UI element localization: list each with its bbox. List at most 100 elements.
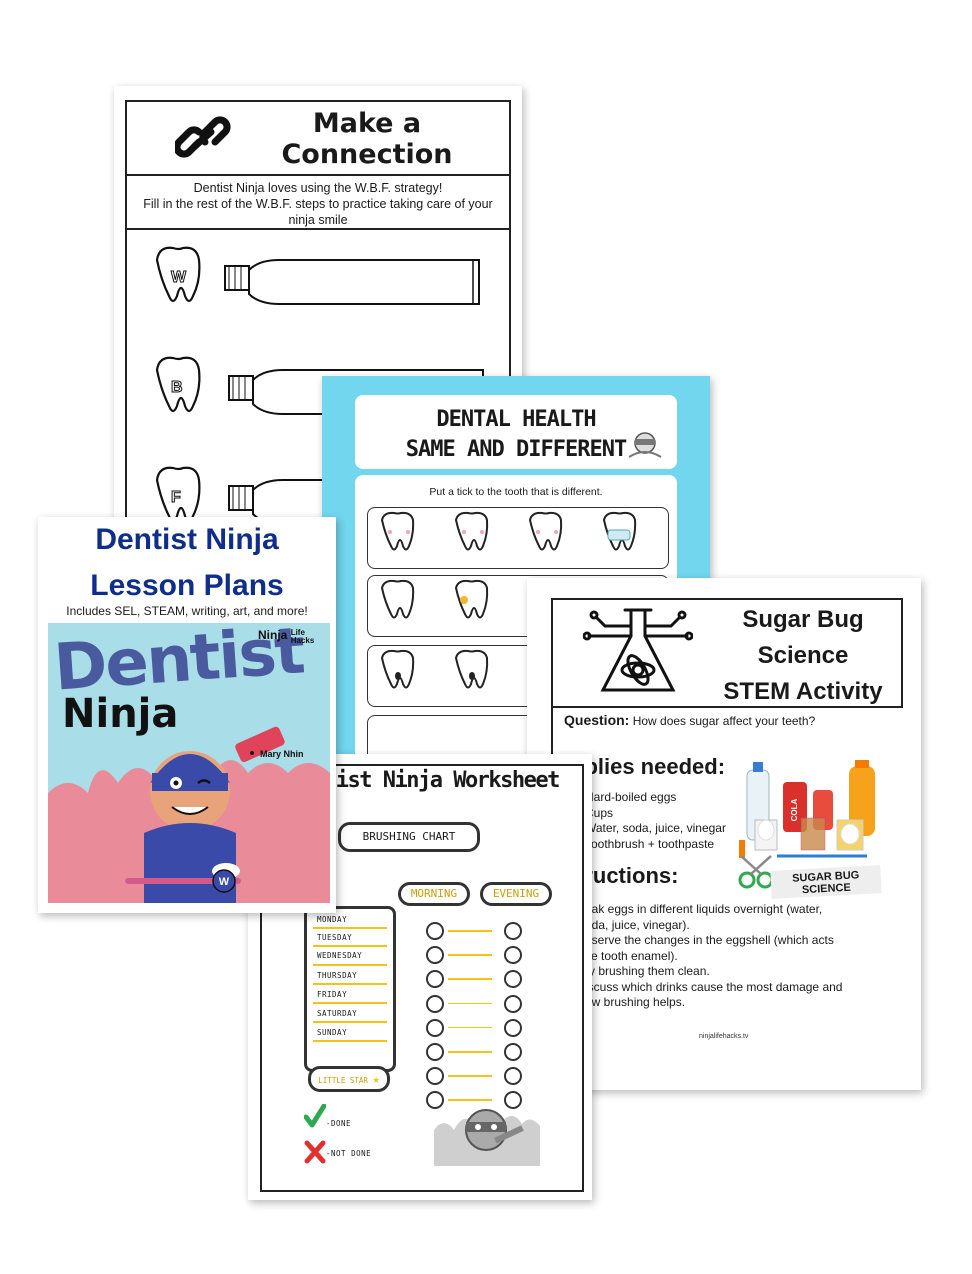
question: Question: How does sugar affect your tee… (564, 712, 815, 728)
connector-line (448, 978, 492, 980)
day-label: SUNDAY (317, 1028, 348, 1037)
tooth-letter-w: W (171, 269, 187, 286)
morning-checkbox[interactable] (426, 1091, 444, 1110)
morning-label: MORNING (398, 882, 470, 906)
instruction-line: ry brushing them clean. (585, 964, 710, 978)
dental-health-header: DENTAL HEALTH SAME AND DIFFERENT (355, 395, 677, 469)
cola-label: COLA (790, 798, 799, 821)
dental-health-instruction: Put a tick to the tooth that is differen… (429, 486, 603, 498)
sugar-bug-label-card: SUGAR BUG SCIENCE (770, 865, 882, 899)
connection-title-line2: Connection (281, 139, 453, 170)
little-star-badge: LITTLE STAR ★ (308, 1066, 390, 1092)
sleepy-teeth-icon (380, 649, 489, 689)
instruction-line: ow brushing helps. (585, 995, 686, 1009)
instruction-line: oak eggs in different liquids overnight … (585, 902, 823, 916)
instruction-line: oda, juice, vinegar). (585, 917, 690, 932)
lesson-subtitle: Includes SEL, STEAM, writing, art, and m… (66, 604, 308, 618)
supply-item: Hard-boiled eggs (585, 790, 677, 804)
morning-checkbox[interactable] (426, 1018, 444, 1037)
connection-instr-line3: ninja smile (288, 213, 348, 227)
sugar-bug-header: Sugar Bug Science STEM Activity (551, 598, 903, 708)
evening-checkbox[interactable] (504, 946, 522, 965)
brushing-chart-label: BRUSHING CHART (338, 822, 480, 852)
evening-checkbox[interactable] (504, 922, 522, 940)
sad-teeth-icon (380, 579, 489, 619)
worksheet-title: tist Ninja Worksheet (324, 768, 560, 793)
instruction-line: ke tooth enamel). (585, 948, 678, 963)
green-check-icon (304, 1104, 326, 1128)
instructions-list: oak eggs in different liquids overnight … (585, 902, 842, 1011)
tooth-letter-f: F (171, 489, 181, 506)
supplies-photo: COLA (739, 760, 875, 858)
book-cover: W Dentist Ninja Ninja Life Hacks Mary Nh… (48, 623, 330, 903)
evening-checkbox[interactable] (504, 1018, 522, 1037)
lesson-title-line1: Dentist Ninja (95, 523, 279, 556)
evening-checkbox[interactable] (504, 970, 522, 989)
sugar-bug-title-line3: STEM Activity (723, 678, 883, 705)
ninja-life-hacks-logo: Ninja Life Hacks (258, 629, 314, 645)
morning-checkbox[interactable] (426, 1043, 444, 1061)
connector-line (448, 1002, 492, 1005)
question-label: Question: (564, 712, 630, 728)
connection-header: Make a Connection (127, 102, 509, 176)
sugar-bug-title: Sugar Bug Science STEM Activity (703, 602, 903, 710)
connector-line (448, 954, 492, 956)
connector-line (448, 930, 492, 932)
morning-checkbox[interactable] (426, 922, 444, 940)
instructions-heading: tructions: (577, 863, 679, 888)
dental-health-title: DENTAL HEALTH SAME AND DIFFERENT (355, 405, 677, 465)
smiling-teeth-icon (380, 511, 637, 551)
lesson-plans-sheet: Dentist Ninja Lesson Plans Includes SEL,… (38, 517, 336, 913)
connection-instructions: Dentist Ninja loves using the W.B.F. str… (127, 176, 509, 230)
sugar-bug-title-line2: Science (757, 642, 849, 669)
tooth-row (367, 645, 669, 707)
dental-health-title-line2: SAME AND DIFFERENT (405, 437, 627, 462)
dental-health-title-line1: DENTAL HEALTH (436, 407, 596, 432)
svg-text:W: W (219, 876, 230, 888)
instruction-line: bserve the changes in the eggshell (whic… (585, 933, 834, 947)
sugar-bug-science-sheet: Sugar Bug Science STEM Activity Question… (527, 578, 921, 1090)
evening-checkbox[interactable] (504, 994, 522, 1013)
sugar-bug-title-line1: Sugar Bug (742, 606, 864, 633)
tooth-toothpaste-icon: W (155, 246, 480, 305)
connection-title-line1: Make a (312, 108, 422, 139)
day-label: MONDAY (317, 915, 348, 924)
connector-line (448, 1099, 492, 1101)
evening-checkbox[interactable] (504, 1091, 522, 1110)
tooth-row (367, 575, 669, 637)
evening-checkbox[interactable] (504, 1067, 522, 1086)
morning-checkbox[interactable] (426, 970, 444, 989)
website-url: ninjalifehacks.tv (699, 1033, 749, 1040)
supplies-heading: pplies needed: (571, 754, 726, 779)
morning-checkbox[interactable] (426, 946, 444, 965)
brand-lifehacks: Life Hacks (291, 629, 315, 645)
day-label: FRIDAY (317, 990, 348, 999)
cover-title-ninja: Ninja (62, 691, 179, 737)
evening-label: EVENING (480, 882, 552, 906)
not-done-legend: -NOT DONE (326, 1149, 372, 1158)
worksheet-frame (260, 764, 584, 1192)
supplies-list: Hard-boiled eggs Cups Water, soda, juice… (585, 790, 726, 852)
wbf-row-w: W (149, 242, 509, 327)
day-label: TUESDAY (317, 933, 353, 942)
evening-checkbox[interactable] (504, 1043, 522, 1061)
chain-link-icon (175, 116, 231, 158)
tooth-letter-b: B (171, 379, 183, 396)
connection-instr-line2: Fill in the rest of the W.B.F. steps to … (143, 197, 493, 211)
instruction-line: iscuss which drinks cause the most damag… (585, 979, 843, 994)
question-text: How does sugar affect your teeth? (632, 714, 816, 728)
connector-line (448, 1075, 492, 1077)
supply-item: Cups (585, 805, 614, 820)
day-label: WEDNESDAY (317, 951, 363, 960)
done-legend: -DONE (326, 1119, 352, 1128)
connector-line (448, 1026, 492, 1029)
morning-checkbox[interactable] (426, 1067, 444, 1086)
science-flask-icon (583, 608, 693, 692)
star-icon: ★ (372, 1072, 380, 1086)
lesson-title-line2: Lesson Plans (90, 569, 284, 602)
morning-checkbox[interactable] (426, 994, 444, 1013)
brand-line1: Ninja (258, 628, 288, 642)
day-label: SATURDAY (317, 1009, 358, 1018)
cover-author: Mary Nhin (260, 749, 304, 759)
supply-item: Toothbrush + toothpaste (585, 836, 715, 851)
